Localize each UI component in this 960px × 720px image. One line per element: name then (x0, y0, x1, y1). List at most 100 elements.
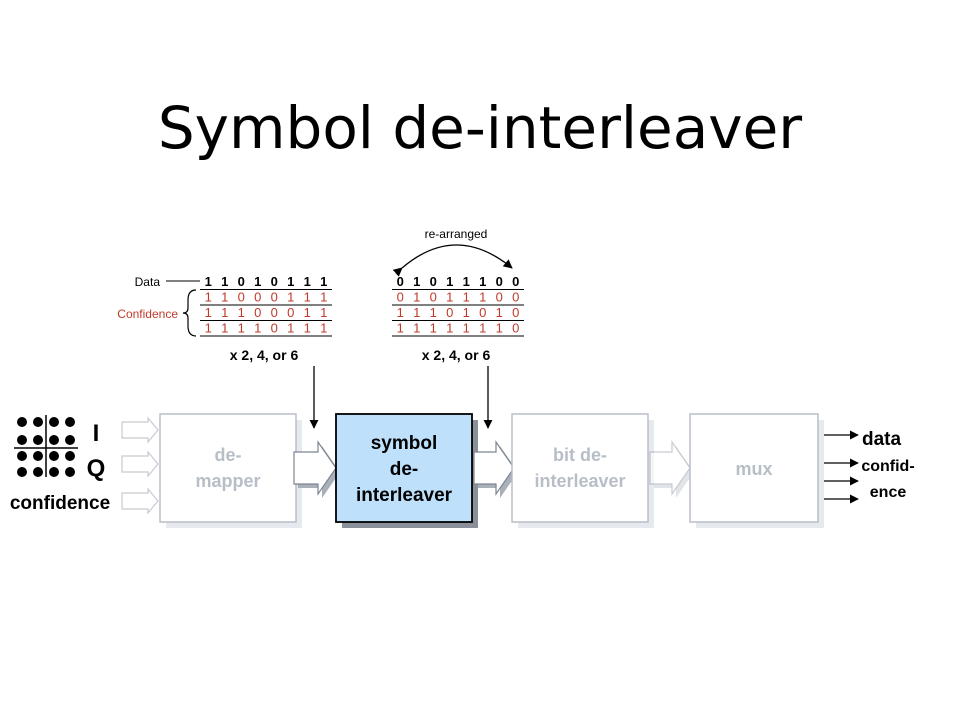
symbol-deinterleaver-block: symbol de- interleaver (335, 413, 478, 528)
confidence-bit: 1 (205, 290, 212, 305)
confidence-bit: 1 (287, 321, 294, 336)
constellation-point (33, 435, 43, 445)
confidence-bit: 1 (413, 321, 420, 336)
confidence-bit: 1 (304, 290, 311, 305)
constellation-point (17, 451, 27, 461)
confidence-output-line-1: confid- (861, 458, 914, 475)
data-label: Data (135, 275, 161, 289)
i-label: I (93, 420, 100, 447)
confidence-bit: 0 (271, 321, 278, 336)
symbol-block-line-1: symbol (371, 433, 438, 454)
data-bit: 0 (271, 274, 278, 289)
demapper-line-1: de- (215, 445, 242, 465)
confidence-bit: 0 (430, 290, 437, 305)
bit-deinterleaver-block: bit de- interleaver (511, 413, 654, 528)
confidence-bit: 0 (479, 305, 486, 320)
confidence-bit: 1 (446, 321, 453, 336)
constellation-point (65, 451, 75, 461)
data-bit: 1 (304, 274, 311, 289)
rearranged-arrow (392, 244, 513, 277)
data-bit: 1 (205, 274, 212, 289)
confidence-bit: 1 (238, 321, 245, 336)
data-bit: 0 (496, 274, 503, 289)
confidence-bit: 0 (271, 305, 278, 320)
confidence-bit: 1 (205, 305, 212, 320)
constellation-point (49, 435, 59, 445)
confidence-bit: 1 (320, 290, 327, 305)
confidence-input-label: confidence (10, 493, 110, 514)
confidence-output-line-2: ence (870, 484, 907, 501)
confidence-bit: 0 (271, 290, 278, 305)
confidence-bit: 0 (254, 305, 261, 320)
confidence-bit: 0 (496, 290, 503, 305)
data-bit: 0 (397, 274, 404, 289)
constellation-point (33, 417, 43, 427)
constellation-point (49, 417, 59, 427)
data-bit: 1 (463, 274, 470, 289)
confidence-bit: 1 (496, 321, 503, 336)
data-bit: 0 (512, 274, 519, 289)
input-arrows (121, 416, 159, 515)
q-label: Q (87, 455, 106, 482)
confidence-bit: 1 (320, 305, 327, 320)
constellation-icon (14, 415, 78, 477)
confidence-bit: 1 (397, 305, 404, 320)
constellation-point (17, 467, 27, 477)
confidence-bit: 1 (205, 321, 212, 336)
confidence-brace (182, 289, 197, 337)
output-arrows (824, 430, 859, 504)
mux-block: mux (689, 413, 824, 528)
confidence-bit: 0 (238, 290, 245, 305)
arrow-symbol-to-bit (473, 440, 518, 498)
confidence-bit: 1 (413, 290, 420, 305)
left-multiplier: x 2, 4, or 6 (230, 347, 299, 363)
confidence-bit: 1 (430, 305, 437, 320)
data-bit: 1 (479, 274, 486, 289)
confidence-bit: 1 (496, 305, 503, 320)
data-bit: 0 (238, 274, 245, 289)
constellation-point (65, 417, 75, 427)
constellation-point (65, 467, 75, 477)
demapper-line-2: mapper (195, 471, 260, 491)
confidence-bit: 1 (413, 305, 420, 320)
data-output-label: data (862, 429, 902, 450)
confidence-bit: 1 (463, 321, 470, 336)
confidence-bit: 1 (287, 290, 294, 305)
confidence-bit: 1 (221, 321, 228, 336)
data-bit: 1 (254, 274, 261, 289)
confidence-bit: 0 (512, 290, 519, 305)
confidence-bit: 1 (254, 321, 261, 336)
confidence-bit: 1 (446, 290, 453, 305)
confidence-bit: 0 (446, 305, 453, 320)
confidence-bit: 1 (463, 290, 470, 305)
constellation-point (33, 451, 43, 461)
constellation-point (65, 435, 75, 445)
confidence-bit: 0 (254, 290, 261, 305)
right-multiplier: x 2, 4, or 6 (422, 347, 491, 363)
constellation-point (33, 467, 43, 477)
data-bit: 1 (446, 274, 453, 289)
confidence-bit: 1 (221, 290, 228, 305)
confidence-label: Confidence (117, 307, 178, 321)
confidence-bit: 1 (463, 305, 470, 320)
confidence-bit: 0 (512, 305, 519, 320)
bit-block-line-1: bit de- (553, 445, 607, 465)
confidence-bit: 1 (479, 290, 486, 305)
demapper-block: de- mapper (159, 413, 302, 528)
data-bit: 1 (287, 274, 294, 289)
mux-label: mux (735, 459, 772, 479)
constellation-point (49, 451, 59, 461)
symbol-block-line-2: de- (390, 459, 419, 480)
arrow-bit-to-mux (649, 440, 694, 498)
symbol-block-line-3: interleaver (356, 485, 453, 506)
confidence-bit: 0 (512, 321, 519, 336)
rearranged-label: re-arranged (425, 227, 488, 241)
constellation-point (17, 435, 27, 445)
data-bit: 0 (430, 274, 437, 289)
confidence-bit: 1 (304, 321, 311, 336)
confidence-bit: 1 (397, 321, 404, 336)
